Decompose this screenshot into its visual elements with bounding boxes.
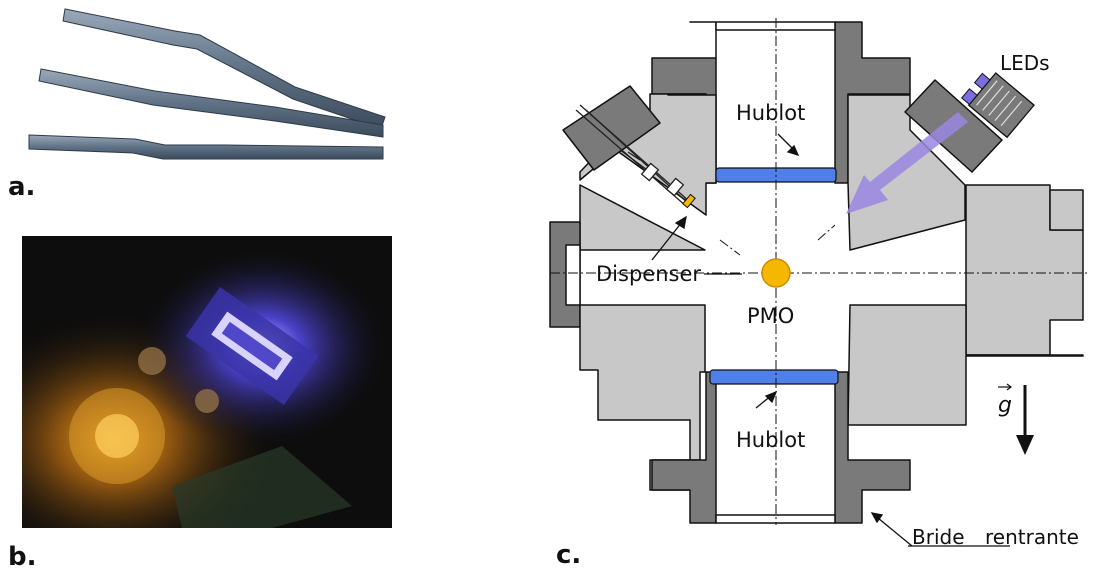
rentrante-label: rentrante: [985, 525, 1079, 549]
pmo-label: PMO: [747, 304, 794, 328]
bride-label: Bride: [912, 525, 965, 549]
dispenser-tip: [682, 193, 696, 209]
panel-a-label: a.: [8, 172, 36, 202]
lower-right-body: [847, 304, 1084, 426]
dispenser-rods-photo: [25, 5, 390, 170]
lower-left-body: [579, 304, 706, 491]
panel-c-label: c.: [556, 540, 582, 570]
bottom-window: [709, 369, 839, 385]
gravity-label: g: [998, 393, 1012, 418]
hublot-bottom-label: Hublot: [736, 428, 805, 452]
gravity-arrow: [998, 383, 1034, 455]
hublot-top-label: Hublot: [736, 101, 805, 125]
dispenser-label: Dispenser: [596, 262, 701, 286]
dispenser-rod: [28, 134, 384, 160]
upper-right-body: [847, 94, 966, 251]
led-beam-arrow: [846, 112, 968, 214]
led-module: [961, 72, 1035, 139]
leds-label: LEDs: [1000, 51, 1050, 75]
apparatus-photo: [22, 236, 392, 528]
chamber-diagram: LEDs Hublot Hublot Dispenser PMO g Bride…: [549, 18, 1090, 549]
mot-sphere: [761, 258, 791, 288]
panel-b-label: b.: [8, 542, 37, 572]
dispenser-rod: [38, 68, 384, 138]
dispenser-assembly: [575, 104, 691, 207]
